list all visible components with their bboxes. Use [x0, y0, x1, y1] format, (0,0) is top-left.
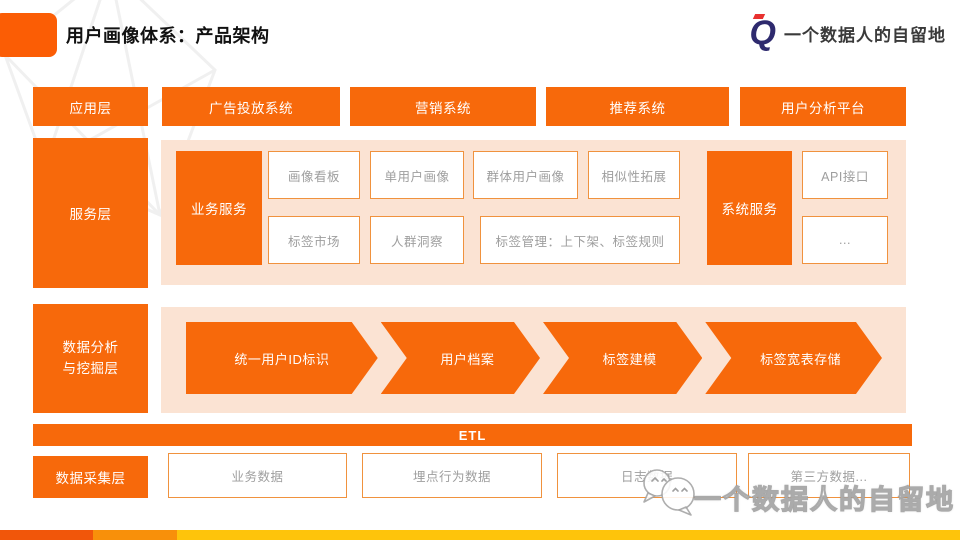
page-title: 用户画像体系：产品架构 [66, 26, 270, 46]
collection-box-tracking-behavior-data: 埋点行为数据 [362, 453, 542, 498]
title-accent-tab [0, 13, 57, 57]
collection-box-third-party-data: 第三方数据... [748, 453, 910, 498]
service-box-more: ... [802, 216, 888, 264]
layer-label-collection: 数据采集层 [33, 456, 148, 498]
service-box-group-user-profile: 群体用户画像 [473, 151, 578, 199]
layer-label-application: 应用层 [33, 87, 148, 126]
service-box-audience-insight: 人群洞察 [370, 216, 464, 264]
collection-box-business-data: 业务数据 [168, 453, 347, 498]
brand-logo: Q 一个数据人的自留地 [750, 16, 946, 50]
watermark-chat-bubbles-icon [643, 469, 695, 516]
app-box-marketing-system: 营销系统 [350, 87, 536, 126]
service-box-tag-market: 标签市场 [268, 216, 360, 264]
layer-label-analysis: 数据分析 与挖掘层 [33, 304, 148, 413]
brand-name: 一个数据人的自留地 [784, 25, 946, 45]
flow-step-tag-wide-table-storage: 标签宽表存储 [705, 322, 882, 394]
analysis-process-flow: 统一用户ID标识 用户档案 标签建模 标签宽表存储 [186, 322, 882, 394]
service-box-api: API接口 [802, 151, 888, 199]
flow-step-user-archive: 用户档案 [381, 322, 540, 394]
bottom-color-stripe [0, 530, 960, 540]
flow-step-tag-modeling: 标签建模 [543, 322, 702, 394]
service-box-profile-dashboard: 画像看板 [268, 151, 360, 199]
flow-step-unified-user-id: 统一用户ID标识 [186, 322, 378, 394]
stripe-segment-orange [93, 530, 177, 540]
service-box-single-user-profile: 单用户画像 [370, 151, 464, 199]
brand-q-icon: Q [749, 14, 776, 52]
service-group-system: 系统服务 [707, 151, 792, 265]
app-box-ad-system: 广告投放系统 [162, 87, 340, 126]
service-box-tag-management: 标签管理：上下架、标签规则 [480, 216, 680, 264]
app-box-user-analysis-platform: 用户分析平台 [740, 87, 906, 126]
service-group-business: 业务服务 [176, 151, 262, 265]
stripe-segment-dark-orange [0, 530, 93, 540]
stripe-segment-yellow [177, 530, 960, 540]
etl-bar: ETL [33, 424, 912, 446]
app-box-recommendation-system: 推荐系统 [546, 87, 729, 126]
watermark-text: 一个数据人的自留地 [693, 484, 955, 515]
service-box-similarity-expansion: 相似性拓展 [588, 151, 680, 199]
layer-label-service: 服务层 [33, 138, 148, 288]
analysis-label-line1: 数据分析 [62, 339, 119, 355]
analysis-label-line2: 与挖掘层 [62, 360, 119, 376]
